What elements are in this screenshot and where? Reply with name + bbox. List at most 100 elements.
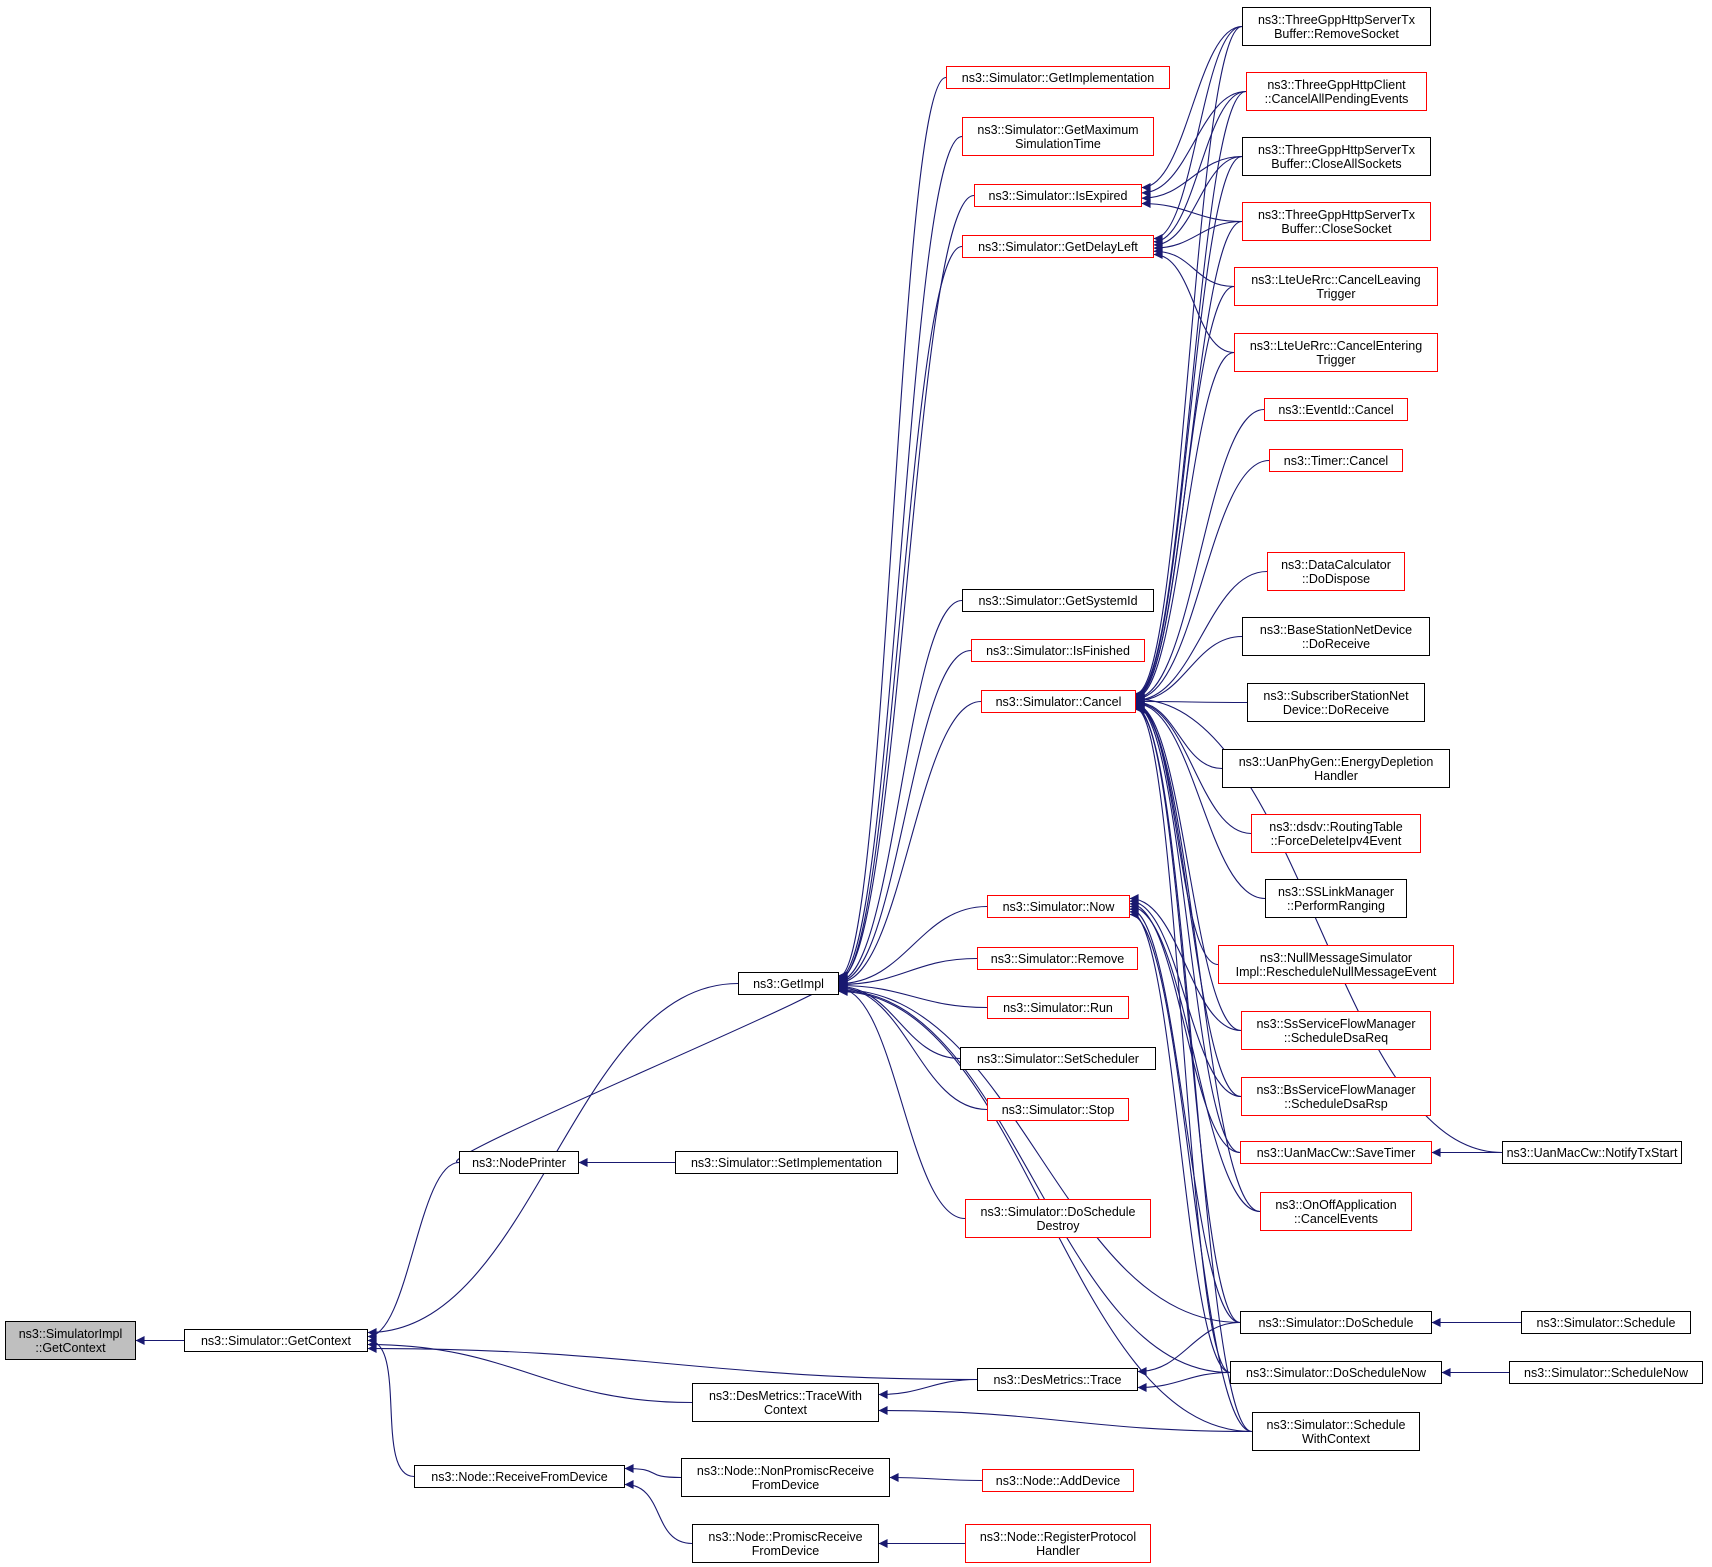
node-simulator-run[interactable]: ns3::Simulator::Run — [987, 996, 1129, 1019]
node-simulator-getcontext[interactable]: ns3::Simulator::GetContext — [184, 1329, 368, 1352]
edge-node_promisc-to-node_receive — [624, 1480, 693, 1545]
node-nullmessagesimulatorimpl-reschedulenullmessageevent[interactable]: ns3::NullMessageSimulator Impl::Reschedu… — [1218, 945, 1454, 984]
edge-tgpp_server_removesocket-to-sim_getdelayleft — [1153, 25, 1243, 243]
node-nodeprinter[interactable]: ns3::NodePrinter — [459, 1151, 579, 1174]
edge-tgpp_client_cancel-to-sim_getdelayleft — [1153, 90, 1247, 247]
node-simulatorimpl-getcontext: ns3::SimulatorImpl ::GetContext — [5, 1321, 136, 1360]
node-simulator-schedulenow[interactable]: ns3::Simulator::ScheduleNow — [1509, 1361, 1703, 1384]
node-simulator-now[interactable]: ns3::Simulator::Now — [987, 895, 1130, 918]
edge-sim_remove-to-getimpl — [838, 957, 978, 989]
edge-sim_getsystemid-to-getimpl — [838, 599, 963, 985]
edge-onoff_cancel-to-sim_cancel — [1135, 702, 1261, 1213]
node-simulator-schedule[interactable]: ns3::Simulator::Schedule — [1521, 1311, 1691, 1334]
edge-onoff_cancel-to-sim_now — [1129, 902, 1261, 1213]
edge-sim_getmaxtime-to-getimpl — [838, 135, 963, 982]
node-basestationnetdevice-doreceive[interactable]: ns3::BaseStationNetDevice ::DoReceive — [1242, 617, 1430, 656]
edge-desmetrics_trace-to-sim_getcontext — [367, 1344, 978, 1381]
edge-sim_getdelayleft-to-getimpl — [838, 245, 963, 984]
edge-sim_schedulewithcontext-to-sim_cancel — [1135, 705, 1253, 1433]
edge-sim_run-to-getimpl — [838, 981, 988, 1009]
node-lteuerrc-cancelleavingtrigger[interactable]: ns3::LteUeRrc::CancelLeaving Trigger — [1234, 267, 1438, 306]
node-node-receivefromdevice[interactable]: ns3::Node::ReceiveFromDevice — [414, 1465, 625, 1488]
node-simulator-isexpired[interactable]: ns3::Simulator::IsExpired — [974, 184, 1142, 207]
edge-sim_now-to-getimpl — [838, 905, 988, 988]
node-simulator-getmaximumsimulationtime[interactable]: ns3::Simulator::GetMaximum SimulationTim… — [962, 117, 1154, 156]
edge-ss_doreceive-to-sim_cancel — [1135, 697, 1248, 707]
edge-node_nonpromisc-to-node_receive — [624, 1464, 682, 1479]
node-simulator-doschedulenow[interactable]: ns3::Simulator::DoScheduleNow — [1230, 1361, 1442, 1384]
node-simulator-isfinished[interactable]: ns3::Simulator::IsFinished — [971, 639, 1145, 662]
node-sslinkmanager-performranging[interactable]: ns3::SSLinkManager ::PerformRanging — [1265, 879, 1407, 918]
node-threegpphttpservertxbuffer-closesocket[interactable]: ns3::ThreeGppHttpServerTx Buffer::CloseS… — [1242, 202, 1431, 241]
node-simulator-stop[interactable]: ns3::Simulator::Stop — [987, 1098, 1129, 1121]
edge-bsflow_dsarsp-to-sim_now — [1129, 896, 1242, 1098]
edge-nodeprinter-to-getimpl — [455, 971, 848, 1164]
node-threegpphttpservertxbuffer-removesocket[interactable]: ns3::ThreeGppHttpServerTx Buffer::Remove… — [1242, 7, 1431, 46]
node-simulator-getimplementation[interactable]: ns3::Simulator::GetImplementation — [946, 66, 1170, 89]
node-simulator-setscheduler[interactable]: ns3::Simulator::SetScheduler — [960, 1047, 1156, 1070]
edge-nullmsg_reschedule-to-sim_cancel — [1135, 699, 1219, 966]
node-desmetrics-tracewithcontext[interactable]: ns3::DesMetrics::TraceWith Context — [692, 1383, 879, 1422]
node-simulator-setimplementation[interactable]: ns3::Simulator::SetImplementation — [675, 1151, 898, 1174]
edge-tgpp_server_closeall-to-sim_cancel — [1135, 155, 1243, 700]
node-uanmaccw-notifytxstart[interactable]: ns3::UanMacCw::NotifyTxStart — [1502, 1141, 1682, 1164]
node-timer-cancel[interactable]: ns3::Timer::Cancel — [1269, 449, 1403, 472]
edge-tgpp_server_removesocket-to-sim_cancel — [1135, 25, 1243, 698]
node-datacalculator-dodispose[interactable]: ns3::DataCalculator ::DoDispose — [1267, 552, 1405, 591]
node-node-nonpromiscreceivefromdevice[interactable]: ns3::Node::NonPromiscReceive FromDevice — [681, 1458, 890, 1497]
node-simulator-getdelayleft[interactable]: ns3::Simulator::GetDelayLeft — [962, 235, 1154, 258]
node-lteuerrc-cancelenteringtrigger[interactable]: ns3::LteUeRrc::CancelEntering Trigger — [1234, 333, 1438, 372]
node-node-registerprotocolhandler[interactable]: ns3::Node::RegisterProtocol Handler — [965, 1524, 1151, 1563]
node-simulator-remove[interactable]: ns3::Simulator::Remove — [977, 947, 1138, 970]
edge-sim_schedulewithcontext-to-desmetrics_twc — [878, 1406, 1253, 1433]
edge-sim_doschedule-to-desmetrics_trace — [1137, 1321, 1241, 1376]
edge-uanphygen_energy-to-sim_cancel — [1135, 697, 1223, 770]
edge-ssflow_dsareq-to-sim_cancel — [1135, 700, 1242, 1032]
edge-sim_doschedule-to-getimpl — [838, 985, 1241, 1324]
edge-sim_doschedule_destroy-to-getimpl — [838, 984, 966, 1220]
node-threegpphttpclient-cancelallpendingevents[interactable]: ns3::ThreeGppHttpClient ::CancelAllPendi… — [1246, 72, 1427, 111]
edge-tgpp_client_cancel-to-sim_isexpired — [1141, 90, 1247, 198]
node-simulator-schedulewithcontext[interactable]: ns3::Simulator::Schedule WithContext — [1252, 1412, 1420, 1451]
node-ssserviceflowmanager-scheduledsareq[interactable]: ns3::SsServiceFlowManager ::ScheduleDsaR… — [1241, 1011, 1431, 1050]
node-node-promiscreceivefromdevice[interactable]: ns3::Node::PromiscReceive FromDevice — [692, 1524, 879, 1563]
edge-tgpp_server_closeall-to-sim_isexpired — [1141, 155, 1243, 203]
node-onoffapplication-cancelevents[interactable]: ns3::OnOffApplication ::CancelEvents — [1260, 1192, 1412, 1231]
edge-sim_isfinished-to-getimpl — [838, 649, 972, 986]
edge-eventid_cancel-to-sim_cancel — [1135, 408, 1265, 703]
edge-sslink_ranging-to-sim_cancel — [1135, 699, 1266, 900]
node-uanmaccw-savetimer[interactable]: ns3::UanMacCw::SaveTimer — [1240, 1141, 1432, 1164]
edge-uanmac_savetimer-to-sim_cancel — [1135, 702, 1241, 1154]
edge-sim_cancel-to-getimpl — [838, 700, 982, 987]
node-threegpphttpservertxbuffer-closeallsockets[interactable]: ns3::ThreeGppHttpServerTx Buffer::CloseA… — [1242, 137, 1431, 176]
edge-sim_doschedulenow-to-sim_now — [1129, 907, 1231, 1374]
edge-datacalc_dispose-to-sim_cancel — [1135, 570, 1268, 705]
edge-desmetrics_twc-to-sim_getcontext — [367, 1340, 693, 1404]
edge-node_receive-to-sim_getcontext — [367, 1336, 415, 1478]
edge-sim_doschedule-to-sim_now — [1129, 904, 1241, 1324]
node-eventid-cancel[interactable]: ns3::EventId::Cancel — [1264, 398, 1408, 421]
node-subscriberstationnetdevice-doreceive[interactable]: ns3::SubscriberStationNet Device::DoRece… — [1247, 683, 1425, 722]
edge-desmetrics_trace-to-desmetrics_twc — [878, 1378, 978, 1399]
edge-timer_cancel-to-sim_cancel — [1135, 459, 1270, 704]
edge-lte_cancelleaving-to-sim_getdelayleft — [1153, 246, 1235, 288]
node-uanphygen-energydepletionhandler[interactable]: ns3::UanPhyGen::EnergyDepletion Handler — [1222, 749, 1450, 788]
edge-sim_setscheduler-to-getimpl — [838, 982, 961, 1060]
edge-tgpp_server_close-to-sim_getdelayleft — [1153, 220, 1243, 253]
node-simulator-getsystemid[interactable]: ns3::Simulator::GetSystemId — [962, 589, 1154, 612]
node-desmetrics-trace[interactable]: ns3::DesMetrics::Trace — [977, 1368, 1138, 1391]
edge-node_adddevice-to-node_nonpromisc — [889, 1473, 983, 1483]
node-simulator-cancel[interactable]: ns3::Simulator::Cancel — [981, 690, 1136, 713]
node-simulator-doscheduledestroy[interactable]: ns3::Simulator::DoSchedule Destroy — [965, 1199, 1151, 1238]
edge-dsdv_forcedelete-to-sim_cancel — [1135, 698, 1252, 835]
node-bsserviceflowmanager-scheduledsarsp[interactable]: ns3::BsServiceFlowManager ::ScheduleDsaR… — [1241, 1077, 1431, 1116]
edge-bs_doreceive-to-sim_cancel — [1135, 635, 1243, 706]
edge-sim_doschedulenow-to-sim_cancel — [1135, 704, 1231, 1374]
edge-sim_doschedulenow-to-desmetrics_trace — [1137, 1371, 1231, 1392]
node-node-adddevice[interactable]: ns3::Node::AddDevice — [982, 1469, 1134, 1492]
node-simulator-doschedule[interactable]: ns3::Simulator::DoSchedule — [1240, 1311, 1432, 1334]
edge-sim_doschedulenow-to-getimpl — [838, 986, 1231, 1374]
node-getimpl[interactable]: ns3::GetImpl — [738, 972, 839, 995]
node-dsdv-routingtable-forcedeleteipv4event[interactable]: ns3::dsdv::RoutingTable ::ForceDeleteIpv… — [1251, 814, 1421, 853]
